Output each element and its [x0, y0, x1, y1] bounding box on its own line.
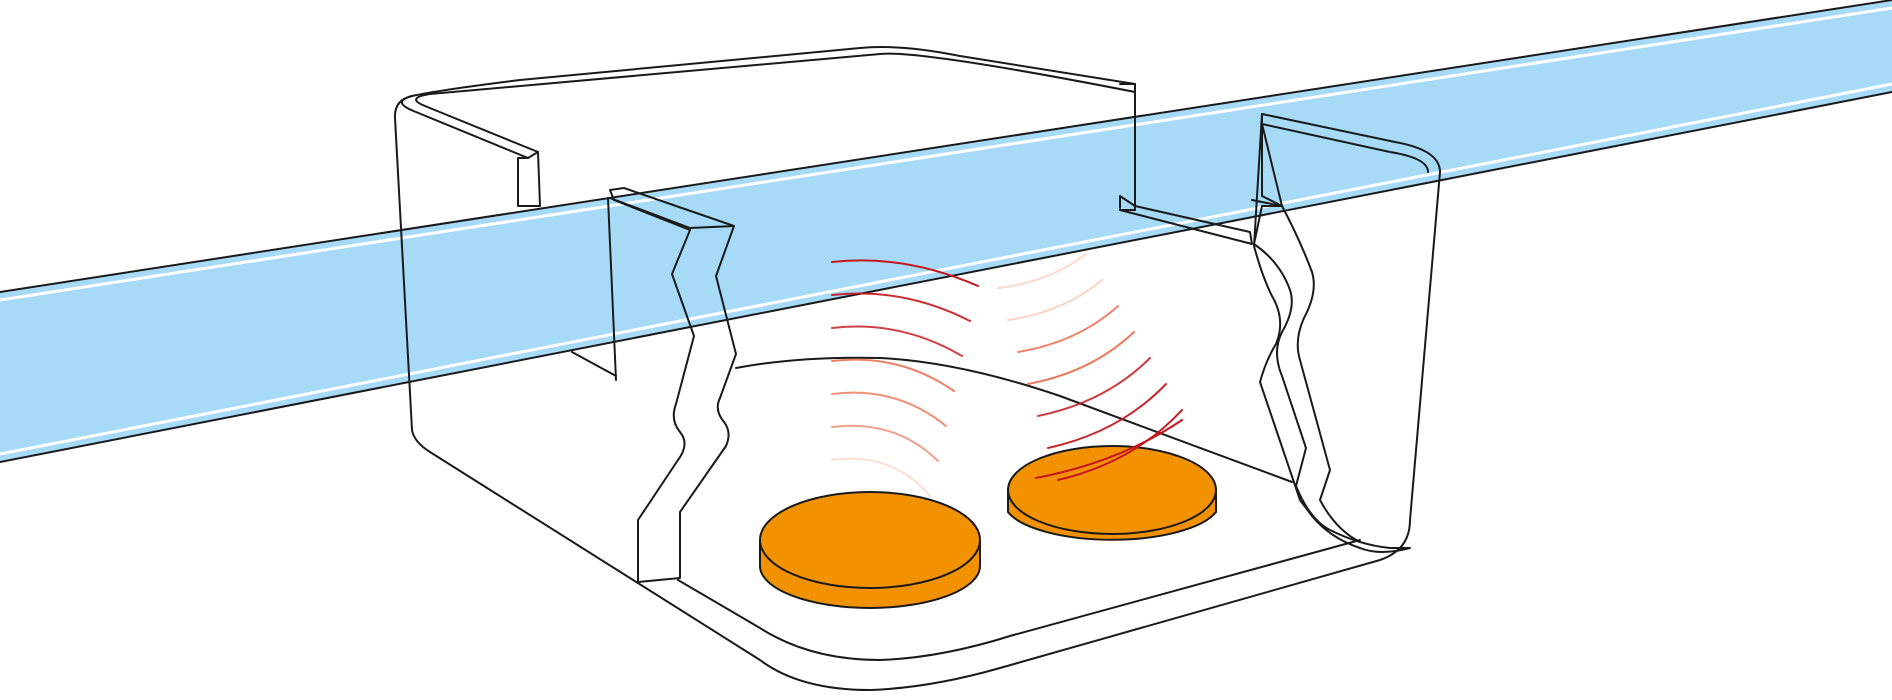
- wave-left-6: [831, 424, 939, 462]
- basin-right-rim-curve: [1261, 113, 1441, 173]
- basin-right-outer-wall: [1409, 171, 1441, 521]
- cutaway-wall-left-edge: [607, 197, 617, 381]
- wave-right-6: [1047, 383, 1167, 449]
- pipe-top-highlight: [0, 6, 1892, 302]
- basin-back-rim-outer: [401, 46, 1136, 159]
- wave-right-3: [1017, 305, 1119, 353]
- wave-left-1: [831, 259, 979, 287]
- pipe-bottom-highlight: [0, 82, 1892, 456]
- basin-rim-right-post: [1119, 83, 1136, 211]
- cutaway-wall-right-shape: [1253, 113, 1411, 553]
- basin-right-rim-inner: [1261, 123, 1429, 173]
- wave-left-7: [831, 457, 931, 497]
- basin-back-rim-inner: [415, 52, 1136, 153]
- wave-right-2: [1007, 279, 1103, 321]
- basin-left-outer-wall: [393, 95, 431, 453]
- cutaway-wall-right: [1251, 113, 1411, 553]
- wave-left-5: [831, 391, 947, 427]
- wave-right-4: [1027, 331, 1135, 385]
- basin-floor-front-edge: [677, 539, 1361, 661]
- pipe: [0, 0, 1892, 463]
- cutaway-wall-left-top-face: [609, 197, 735, 229]
- basin-rim-left-corner: [517, 151, 541, 207]
- basin-rim-right-ledge: [1119, 195, 1253, 245]
- wave-right-7: [1057, 409, 1183, 481]
- wave-right-beam: [1035, 419, 1183, 479]
- wave-left-2: [831, 292, 971, 322]
- cutaway-wall-left-shape: [609, 187, 737, 583]
- wave-right-1: [997, 253, 1087, 289]
- cutaway-wall-left: [571, 187, 737, 583]
- basin-floor-back-edge: [735, 356, 1293, 483]
- wave-left-4: [831, 358, 955, 392]
- transducer-disc-left-top: [759, 491, 981, 589]
- pipe-top-edge: [0, 0, 1892, 293]
- wave-set-right: [997, 253, 1183, 481]
- wave-right-5: [1037, 357, 1151, 417]
- wave-set-left: [831, 259, 979, 497]
- transducer-disc-right: [1007, 445, 1217, 541]
- cutaway-wall-right-profile: [1281, 205, 1361, 543]
- transducer-disc-left: [759, 491, 981, 609]
- wave-left-3: [831, 325, 963, 357]
- basin: [393, 46, 1441, 691]
- cutaway-wall-left-bottom-line: [571, 351, 617, 377]
- pipe-band: [0, 0, 1892, 462]
- pipe-bottom-edge: [0, 91, 1892, 463]
- transducer-disc-right-top: [1007, 445, 1217, 535]
